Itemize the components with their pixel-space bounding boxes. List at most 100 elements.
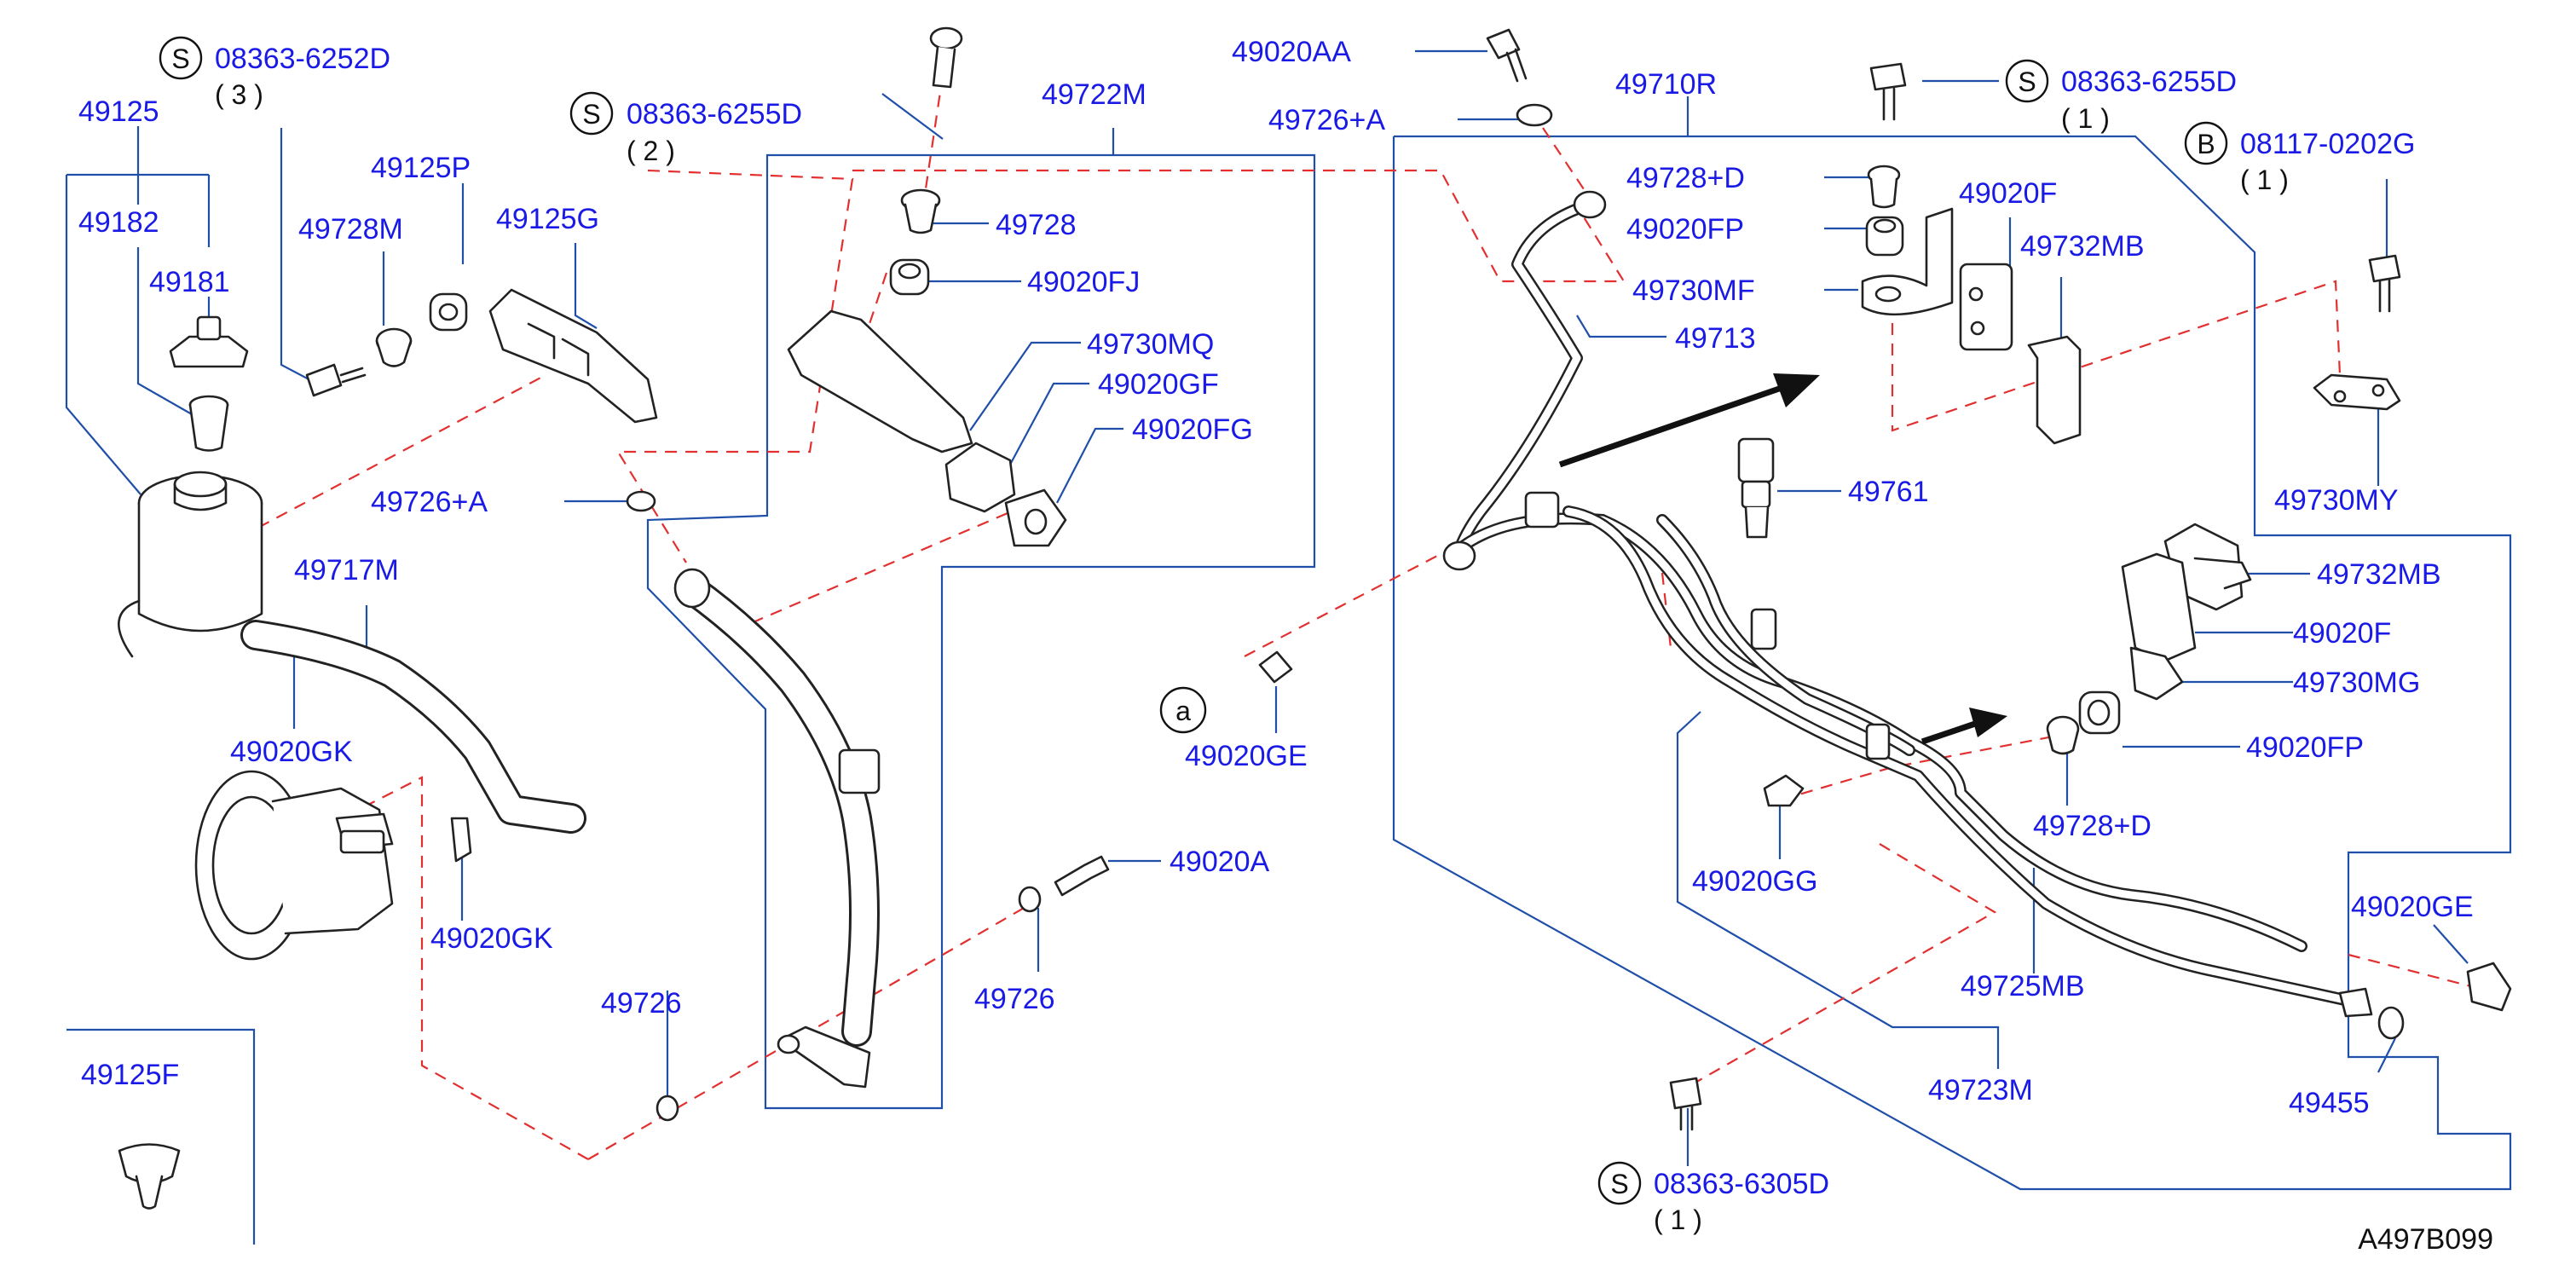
grommet-drawing-49020FP-top xyxy=(1865,216,1904,257)
quantity: ( 1 ) xyxy=(2240,165,2289,195)
clamp-drawing-49020GF xyxy=(944,442,1016,513)
washer-drawing-49726b xyxy=(1018,886,1042,913)
label-49730MQ: 49730MQ xyxy=(1087,328,1214,361)
callout-s2: S 08363-6255D ( 2 ) xyxy=(569,91,802,166)
callout-symbol: S xyxy=(1610,1169,1628,1199)
bolt-drawing-s4 xyxy=(1669,1077,1702,1131)
label-49020FP-top: 49020FP xyxy=(1626,213,1744,245)
grommet-drawing-49020FG xyxy=(1004,488,1067,547)
callout-s3: S 08363-6255D ( 1 ) xyxy=(2005,59,2237,134)
bracket-drawing-49730MY xyxy=(2313,373,2401,411)
label-49730MF: 49730MF xyxy=(1632,274,1755,307)
callout-symbol: S xyxy=(582,99,600,130)
clip-drawing-49020GE-mid xyxy=(1258,650,1293,684)
quantity: ( 1 ) xyxy=(2061,103,2110,134)
bolt-drawing-49020A xyxy=(1054,855,1110,897)
collar-drawing-49728 xyxy=(900,188,941,234)
label-49181: 49181 xyxy=(149,266,230,298)
label-49455: 49455 xyxy=(2289,1087,2370,1119)
label-49726-b: 49726 xyxy=(974,983,1055,1015)
label-49020F-top: 49020F xyxy=(1959,177,2057,210)
part-labels: 49125 49182 49181 49728M 49125P 49125G 4… xyxy=(78,36,2493,1256)
reservoir-tank-drawing xyxy=(118,471,263,658)
part-drawings xyxy=(118,26,2512,1210)
washer-drawing-top xyxy=(1516,103,1553,127)
callout-symbol: B xyxy=(2197,129,2215,159)
label-49710R: 49710R xyxy=(1615,68,1717,101)
label-49125P: 49125P xyxy=(371,152,471,184)
clamp-drawing-49732MB-top xyxy=(2027,335,2082,445)
clip-drawing xyxy=(450,817,472,863)
block-drawing-49020F-top xyxy=(1959,263,2013,351)
label-49125F: 49125F xyxy=(81,1059,179,1091)
label-49730MY: 49730MY xyxy=(2274,484,2399,517)
label-49182: 49182 xyxy=(78,206,159,239)
label-49726A-left: 49726+A xyxy=(371,486,488,518)
label-49726A-top: 49726+A xyxy=(1268,104,1385,136)
label-49713: 49713 xyxy=(1675,322,1756,355)
pipe-drawing-49713 xyxy=(1452,190,1607,560)
quantity: ( 2 ) xyxy=(627,136,675,166)
label-49020GF: 49020GF xyxy=(1098,368,1219,401)
callout-b1: B 08117-0202G ( 1 ) xyxy=(2184,121,2415,195)
callout-symbol: S xyxy=(171,43,189,74)
grommet-drawing-49020FJ xyxy=(889,258,930,296)
callout-symbol: a xyxy=(1175,696,1191,726)
label-49020FG: 49020FG xyxy=(1132,413,1253,446)
pressure-sensor-drawing xyxy=(1737,437,1775,539)
label-49020GK-a: 49020GK xyxy=(230,736,353,768)
label-49020A: 49020A xyxy=(1170,846,1270,878)
bolt-drawing-b1 xyxy=(2368,254,2401,313)
grommet-drawing-49020FP-right xyxy=(2078,690,2121,735)
bracket-drawing xyxy=(488,288,658,424)
cap-drawing-49455 xyxy=(2377,1006,2405,1040)
reservoir-cap-drawing xyxy=(169,315,249,368)
part-number: 08363-6255D xyxy=(2061,66,2237,98)
label-49717M: 49717M xyxy=(294,554,399,586)
callout-a1: a xyxy=(1159,686,1207,734)
clip-drawing-49020GE-right xyxy=(2466,962,2512,1012)
bolt-drawing-s3 xyxy=(1869,62,1907,121)
bracket-drawing-49730MF xyxy=(1861,207,1954,316)
label-49020FP-right: 49020FP xyxy=(2246,731,2364,764)
part-number: 08363-6255D xyxy=(627,98,802,130)
label-49761: 49761 xyxy=(1848,476,1929,508)
label-49732MB-right: 49732MB xyxy=(2317,558,2441,591)
label-49020AA: 49020AA xyxy=(1232,36,1351,68)
part-number: 08363-6305D xyxy=(1654,1168,1829,1200)
label-49730MG: 49730MG xyxy=(2293,667,2420,699)
return-hose-drawing xyxy=(240,620,586,834)
label-49723M: 49723M xyxy=(1928,1074,2033,1106)
label-49725MB: 49725MB xyxy=(1961,970,2085,1002)
push-clip-drawing xyxy=(118,1143,181,1210)
part-number: 08117-0202G xyxy=(2240,128,2415,160)
quantity: ( 3 ) xyxy=(215,79,263,110)
callout-s1: S 08363-6252D ( 3 ) xyxy=(159,36,390,110)
callout-symbol: S xyxy=(2018,66,2036,97)
grommet-drawing xyxy=(429,292,468,332)
label-49020GG: 49020GG xyxy=(1692,865,1817,898)
quantity: ( 1 ) xyxy=(1654,1204,1702,1235)
collar-drawing-49728D-top xyxy=(1867,165,1901,209)
block-drawing-49020F-right xyxy=(2121,552,2197,662)
label-49728M: 49728M xyxy=(298,213,403,245)
label-49020GK-b: 49020GK xyxy=(430,922,553,955)
power-steering-pump-drawing xyxy=(194,770,394,961)
pressure-hose-drawing xyxy=(673,568,881,1089)
direction-arrows xyxy=(1558,373,2007,745)
bolt-drawing-49020AA xyxy=(1486,28,1528,83)
washer-drawing-left xyxy=(626,490,656,512)
washer-drawing-49726a xyxy=(656,1095,679,1122)
collar-drawing-49728D-right xyxy=(2046,715,2080,755)
label-49020GE-mid: 49020GE xyxy=(1185,740,1308,772)
bracket-drawing-49730MG xyxy=(2129,646,2184,701)
label-49732MB-top: 49732MB xyxy=(2020,230,2145,263)
leader-lines xyxy=(65,49,2512,1245)
pipe-drawing-main xyxy=(1442,491,2373,1018)
label-49020GE-right: 49020GE xyxy=(2351,891,2474,923)
clip-drawing-49020GG xyxy=(1763,774,1805,807)
callout-s4: S 08363-6305D ( 1 ) xyxy=(1597,1161,1829,1235)
label-49125G: 49125G xyxy=(496,203,599,235)
bracket-drawing-49730MQ xyxy=(787,309,973,453)
